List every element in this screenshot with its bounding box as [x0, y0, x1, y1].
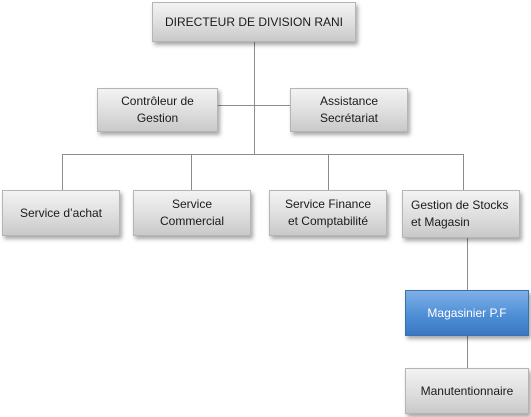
purchasing-node: Service d’achat: [2, 190, 120, 236]
connector-to-commercial: [191, 154, 192, 190]
handler-node: Manutentionnaire: [405, 368, 529, 414]
connector-stock-to-storekeeper: [467, 238, 468, 290]
handler-label: Manutentionnaire: [420, 383, 514, 398]
purchasing-label: Service d’achat: [19, 205, 103, 220]
storekeeper-label: Magasinier P.F: [427, 305, 507, 320]
controller-label: Contrôleur de Gestion: [121, 94, 194, 125]
stock-label: Gestion de Stocks et Magasin: [411, 198, 509, 229]
director-label: DIRECTEUR DE DIVISION RANI: [164, 14, 344, 29]
storekeeper-node: Magasinier P.F: [405, 290, 529, 336]
connector-director-trunk: [254, 42, 255, 154]
commercial-node: Service Commercial: [133, 190, 251, 236]
connector-staff-horizontal: [218, 105, 290, 106]
commercial-label: Service Commercial: [159, 197, 224, 228]
assistant-node: Assistance Secrétariat: [290, 88, 408, 132]
connector-services-horizontal: [62, 154, 464, 155]
controller-node: Contrôleur de Gestion: [97, 88, 218, 132]
connector-to-purchasing: [62, 154, 63, 190]
finance-label: Service Finance et Comptabilité: [284, 197, 372, 228]
assistant-label: Assistance Secrétariat: [319, 94, 379, 125]
stock-node: Gestion de Stocks et Magasin: [402, 190, 520, 238]
director-node: DIRECTEUR DE DIVISION RANI: [152, 2, 356, 42]
finance-node: Service Finance et Comptabilité: [269, 190, 387, 236]
connector-to-finance: [328, 154, 329, 190]
connector-storekeeper-to-handler: [467, 336, 468, 368]
connector-to-stock: [463, 154, 464, 190]
